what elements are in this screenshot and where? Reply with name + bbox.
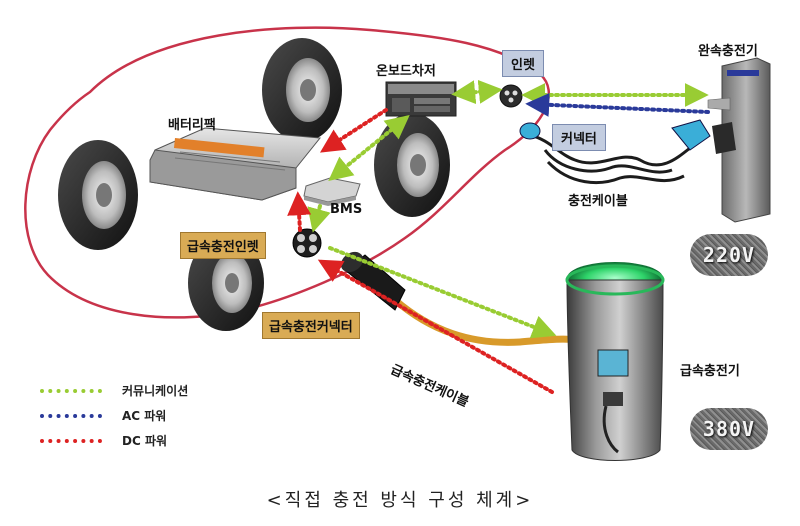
fast-charger-label: 급속충전기	[680, 364, 740, 379]
battery-pack-image	[149, 127, 321, 201]
inlet-label: 인렛	[502, 50, 544, 77]
legend-swatch-ac-power	[40, 414, 102, 418]
onboard-charger-label: 온보드차저	[376, 64, 436, 79]
inlet-image	[499, 84, 523, 108]
wheel-rear-right	[374, 113, 450, 217]
fast-charger-image	[565, 262, 665, 461]
comm-line-onboard-to-inlet	[451, 79, 503, 105]
dc-line-fast-inlet-to-battery	[287, 191, 312, 232]
slow-charging-cable-image	[519, 119, 711, 184]
legend-text-communication: 커뮤니케이션	[122, 384, 189, 398]
figure-caption: <직접 충전 방식 구성 체계>	[266, 490, 534, 511]
slow-charger-label: 완속충전기	[698, 44, 758, 59]
legend-text-dc-power: DC 파워	[122, 434, 168, 448]
slow-charger-image	[707, 57, 771, 223]
car-outline	[24, 26, 551, 319]
fast-inlet-image	[292, 228, 322, 258]
voltage-badge-220v: 220V	[690, 234, 768, 276]
comm-line-fast-inlet-to-fast-charger	[328, 246, 557, 339]
bms-label: BMS	[330, 202, 363, 217]
wheel-rear-left	[262, 38, 342, 142]
legend-swatch-dc-power	[40, 439, 102, 443]
voltage-badge-380v: 380V	[690, 408, 768, 450]
connector-label: 커넥터	[552, 124, 606, 151]
legend-text-ac-power: AC 파워	[122, 409, 167, 423]
legend-swatch-communication	[40, 389, 102, 393]
charging-cable-label: 충전케이블	[568, 194, 628, 209]
comm-line-onboard-to-bms	[328, 114, 410, 182]
dc-line-onboard-to-battery	[319, 108, 388, 153]
ac-line-slow-charger-to-inlet	[525, 92, 710, 117]
comm-line-bms-to-fast-inlet	[307, 204, 331, 233]
wheel-front-left	[58, 140, 138, 250]
fast-charging-cable-image	[340, 251, 584, 346]
onboard-charger-image	[385, 81, 457, 117]
fast-inlet-label: 급속충전인렛	[180, 232, 266, 259]
fast-connector-label: 급속충전커넥터	[262, 312, 360, 339]
battery-pack-label: 배터리팩	[168, 118, 216, 133]
dc-line-fast-charger-to-fast-inlet	[317, 259, 554, 394]
wheel-front-right	[188, 235, 264, 331]
